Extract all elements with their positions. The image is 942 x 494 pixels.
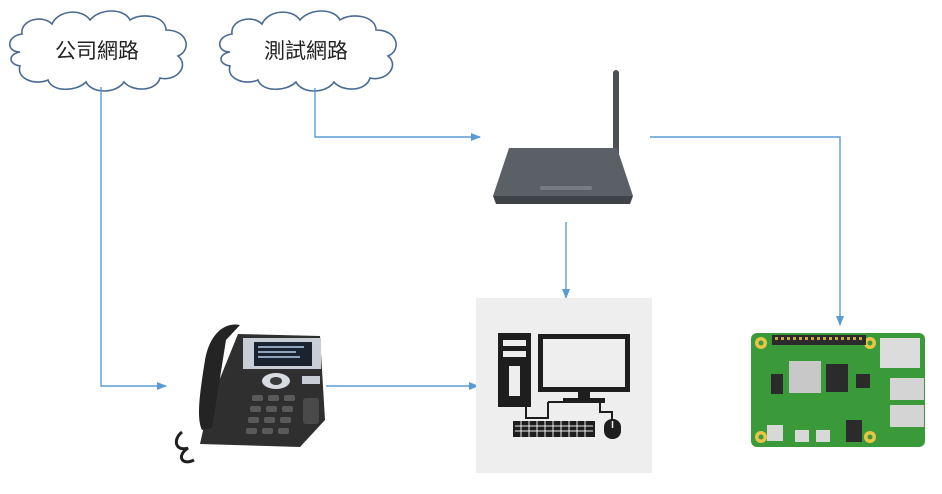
desktop-computer-icon [476, 298, 652, 473]
cloud-icon [8, 10, 187, 92]
cloud-company-network: 公司網路 [8, 10, 187, 92]
raspberry-pi-board-icon [751, 333, 925, 447]
connection-company-to-phone [100, 87, 167, 390]
connections [100, 87, 844, 390]
cloud-test-network: 測試網路 [218, 10, 397, 92]
connection-test-to-router [314, 88, 481, 141]
cloud-label-company: 公司網路 [55, 39, 139, 63]
cloud-label-test: 測試網路 [264, 39, 348, 63]
wifi-router-icon [493, 70, 633, 204]
connection-router-to-raspberry-pi [650, 136, 844, 326]
ip-phone-icon [174, 324, 325, 464]
cloud-icon [218, 10, 397, 92]
